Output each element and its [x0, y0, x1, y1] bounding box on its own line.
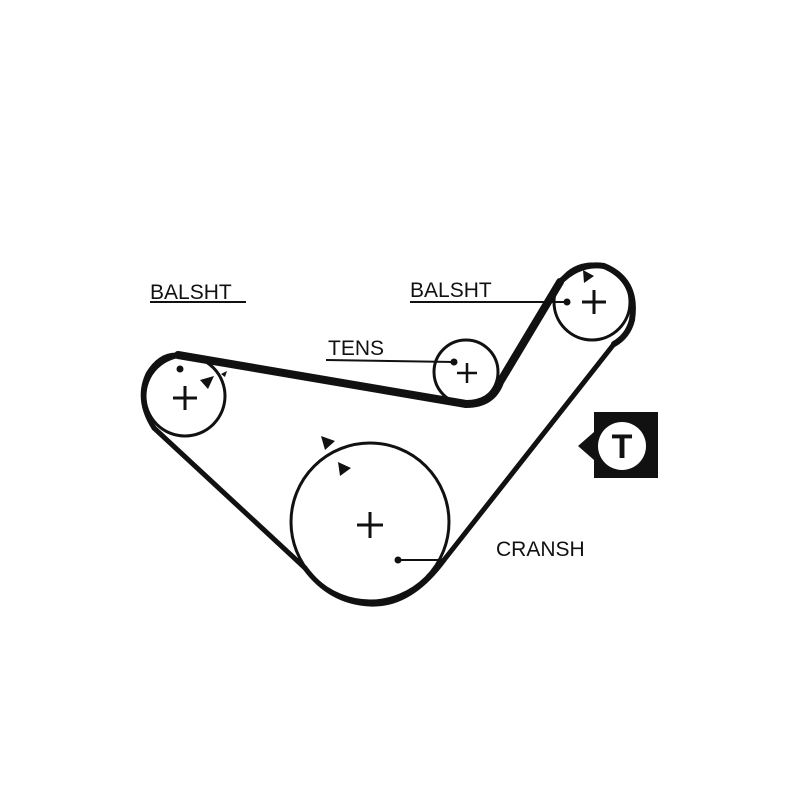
timing-mark-icon [321, 436, 335, 450]
leader-tensioner [325, 359, 455, 363]
pulley-balance-shaft-left [143, 354, 227, 438]
timing-mark-icon [200, 376, 214, 389]
center-cross-icon [457, 363, 477, 383]
pulley-tensioner [432, 338, 500, 406]
leader-lines [150, 301, 567, 561]
label-tensioner: TENS [328, 337, 384, 360]
timing-mark-icon [221, 371, 227, 377]
center-cross-icon [357, 512, 383, 538]
center-cross-icon [173, 386, 197, 410]
tensioner-badge: T [578, 412, 658, 478]
belt-left-run [151, 425, 308, 571]
label-balance-shaft-right: BALSHT [410, 279, 492, 302]
label-crankshaft: CRANSH [496, 538, 585, 561]
belt-right-run [441, 341, 617, 563]
center-cross-icon [582, 290, 606, 314]
timing-mark-icon [338, 462, 351, 476]
pulley-crankshaft [289, 436, 451, 603]
label-balance-shaft-left: BALSHT [150, 281, 232, 304]
belt-left-wrap [140, 352, 181, 431]
timing-mark-icon [583, 270, 594, 283]
badge-letter: T [612, 428, 633, 466]
